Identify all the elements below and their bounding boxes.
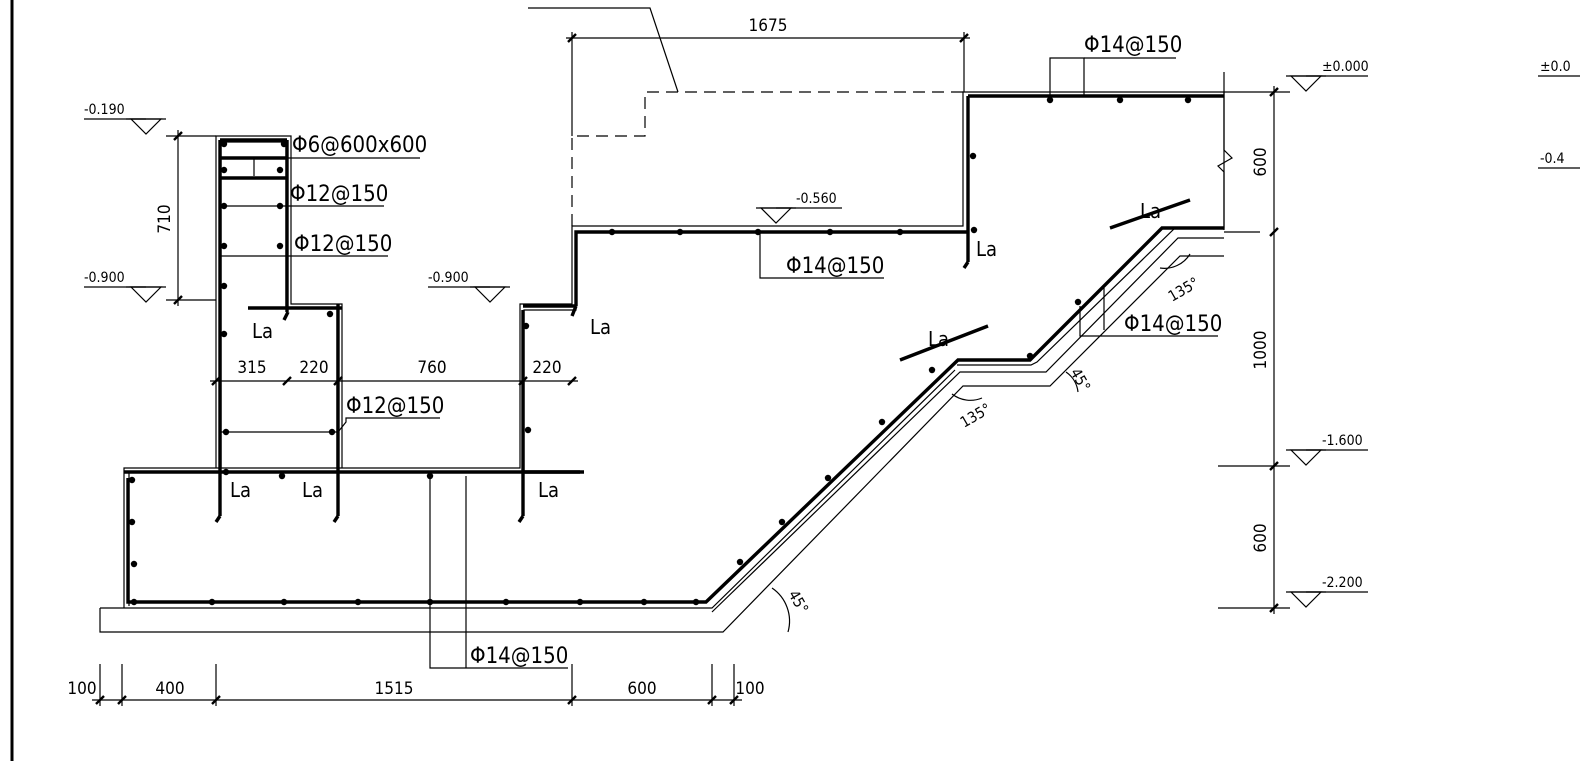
label-slab-bar: Φ14@150	[786, 254, 884, 279]
elev-pier-top: -0.190	[84, 102, 125, 118]
la-wall-b: La	[590, 315, 611, 339]
anchorage-texts: La La La La La La La La	[230, 199, 1161, 502]
rebar-dot	[354, 598, 362, 606]
dim-pier-width: 315	[237, 358, 266, 378]
rebar-dot	[608, 228, 616, 236]
rebar-dot	[128, 476, 136, 484]
rebar-dot	[896, 228, 904, 236]
label-pier-bar-1: Φ12@150	[290, 182, 388, 207]
label-stirrup: Φ6@600x600	[292, 133, 427, 158]
elevation-texts: -0.190 -0.900 -0.900 -0.560 ±0.000 -1.60…	[84, 59, 1571, 591]
la-mid-ramp: La	[928, 327, 949, 351]
rebar-dot	[280, 598, 288, 606]
angle-upper-acute: 45°	[1067, 365, 1095, 395]
dim-pier-height: 710	[155, 204, 175, 233]
la-wall-b-base: La	[538, 478, 559, 502]
dim-base-right: 600	[627, 679, 656, 699]
rebar-dot	[220, 330, 228, 338]
rebar-dot	[736, 558, 744, 566]
dimension-lines	[92, 32, 1290, 706]
elev-level-c: -2.200	[1322, 575, 1363, 591]
rebar-dot	[970, 226, 978, 234]
rebar-dots	[128, 96, 1192, 606]
leader-top	[528, 7, 679, 93]
la-pier-mid: La	[252, 319, 273, 343]
dim-base-left-cover: 100	[67, 679, 96, 699]
elev-clipped-a: ±0.0	[1540, 59, 1571, 75]
angle-lower-obtuse: 135°	[957, 400, 994, 432]
rebar-dot	[969, 152, 977, 160]
rebar-dot	[220, 166, 228, 174]
dim-gap-width: 760	[417, 358, 446, 378]
dim-base-right-cover: 100	[735, 679, 764, 699]
la-slab: La	[976, 237, 997, 261]
label-leaders	[220, 57, 1218, 669]
rebar-dot	[824, 474, 832, 482]
label-wall-bar: Φ12@150	[346, 394, 444, 419]
label-base-bar: Φ14@150	[470, 644, 568, 669]
rebar-dot	[1026, 352, 1034, 360]
rebar-dot	[276, 242, 284, 250]
rebar-dot	[522, 322, 530, 330]
elev-clipped-b: -0.4	[1540, 151, 1565, 167]
angle-upper-obtuse: 135°	[1165, 274, 1202, 306]
la-wall-a-base: La	[302, 478, 323, 502]
rebar-group	[124, 94, 1224, 604]
rebar-dot	[576, 598, 584, 606]
dim-base-middle: 1515	[375, 679, 414, 699]
rebar-texts: Φ6@600x600 Φ12@150 Φ12@150 Φ12@150 Φ14@1…	[290, 33, 1222, 669]
dim-right-lower: 600	[1251, 523, 1271, 552]
elev-level-b: -1.600	[1322, 433, 1363, 449]
elev-pier-bottom: -0.900	[84, 270, 125, 286]
rebar-dot	[524, 426, 532, 434]
dim-wall-width-b: 220	[532, 358, 561, 378]
rebar-dot	[220, 242, 228, 250]
rebar-dot	[878, 418, 886, 426]
angle-arcs	[771, 253, 1191, 633]
dim-base-left: 400	[155, 679, 184, 699]
concrete-outline	[99, 72, 1260, 633]
rebar-dot	[826, 228, 834, 236]
dim-right-upper: 600	[1251, 147, 1271, 176]
elevation-markers	[84, 75, 1580, 608]
elev-datum: ±0.000	[1322, 59, 1369, 75]
rebar-dot	[1116, 96, 1124, 104]
dim-top-span: 1675	[749, 16, 788, 36]
label-top-bar: Φ14@150	[1084, 33, 1182, 58]
rebar-dot	[502, 598, 510, 606]
dim-right-middle: 1000	[1251, 331, 1271, 370]
dimension-texts: 1675 710 315 220 760 220 100 400 1515 60…	[67, 16, 1271, 699]
rebar-dot	[640, 598, 648, 606]
rebar-dot	[130, 560, 138, 568]
la-pier-base: La	[230, 478, 251, 502]
rebar-dot	[220, 282, 228, 290]
rebar-dot	[1074, 298, 1082, 306]
label-pier-bar-2: Φ12@150	[294, 232, 392, 257]
rebar-dot	[778, 518, 786, 526]
rebar-dot	[208, 598, 216, 606]
rebar-dot	[276, 166, 284, 174]
rebar-dot	[128, 518, 136, 526]
rebar-dot	[326, 310, 334, 318]
rebar-dot	[130, 598, 138, 606]
rebar-dot	[222, 468, 230, 476]
rebar-dot	[280, 140, 288, 148]
elev-wall-top: -0.900	[428, 270, 469, 286]
elev-slab-top: -0.560	[796, 191, 837, 207]
rebar-dot	[1046, 96, 1054, 104]
dim-wall-width-a: 220	[299, 358, 328, 378]
dashed-outline	[571, 91, 963, 226]
la-upper-ramp: La	[1140, 199, 1161, 223]
label-ramp-bar: Φ14@150	[1124, 312, 1222, 337]
rebar-dot	[278, 472, 286, 480]
rebar-dot	[676, 228, 684, 236]
rebar-dot	[220, 140, 228, 148]
rebar-dot	[692, 598, 700, 606]
rebar-dot	[928, 366, 936, 374]
rebar-dot	[1184, 96, 1192, 104]
